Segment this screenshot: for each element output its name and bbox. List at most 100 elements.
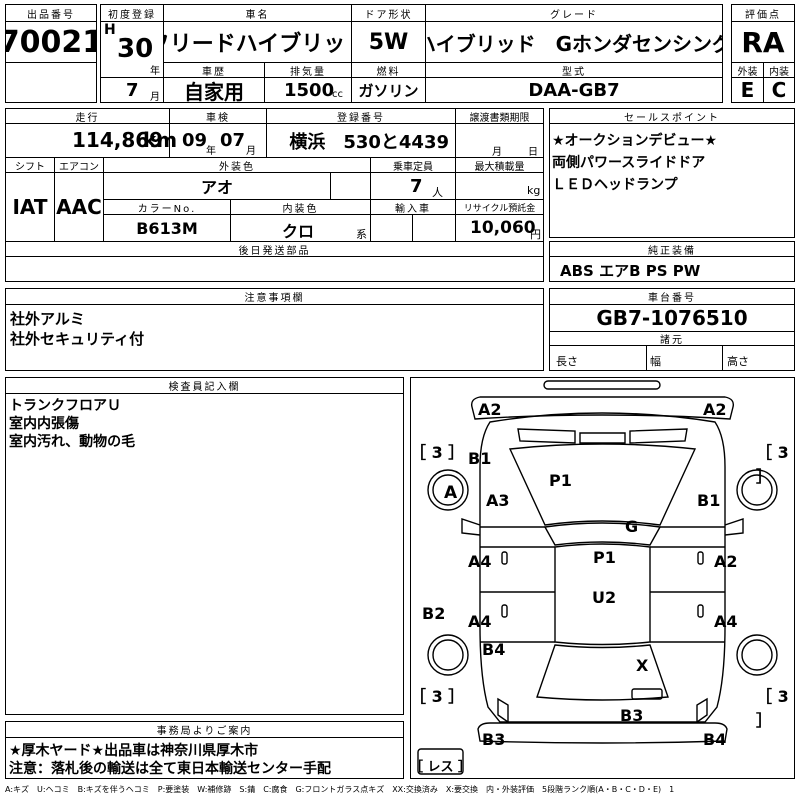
wheel-rr-inner	[741, 639, 773, 671]
sales-point-box	[549, 123, 795, 238]
month-unit: 月	[150, 92, 160, 103]
inspector-label: 検査員記入欄	[5, 377, 404, 394]
model: DAA-GB7	[425, 77, 723, 103]
wheel-rl-inner	[432, 639, 464, 671]
windshield	[543, 522, 662, 546]
lot-no-lower	[5, 62, 97, 103]
mirror-right	[724, 518, 744, 536]
width-label: 幅	[650, 355, 661, 368]
wheel-fr-inner	[741, 474, 773, 506]
car-name-label: 車名	[163, 4, 352, 22]
era: H	[104, 22, 116, 38]
sales-point-3: ＬＥＤヘッドランプ	[552, 177, 678, 193]
sales-point-label: セールスポイント	[549, 108, 795, 124]
taillight-left	[497, 697, 509, 724]
interior-color: クロ	[282, 222, 315, 241]
plate: 横浜 530と4439	[266, 123, 456, 158]
first-reg-year: 30	[117, 34, 154, 64]
first-reg-month: 7	[126, 80, 139, 101]
inspector-line-1: トランクフロアＵ	[9, 398, 121, 414]
interior-color-unit: 系	[356, 228, 367, 241]
exterior-color: アオ	[103, 172, 331, 200]
mark-a2-front-door-right: A2	[714, 552, 738, 571]
capacity-unit: 人	[432, 186, 443, 199]
caution-label: 注意事項欄	[5, 288, 544, 305]
height-label: 高さ	[727, 355, 749, 368]
mark-g-windshield: G	[625, 517, 639, 536]
mark-tire-rr: ［ 3 ］	[756, 687, 789, 730]
int-grade: C	[763, 77, 795, 103]
capacity-label: 乗車定員	[370, 157, 456, 173]
length-label: 長さ	[556, 355, 578, 368]
mark-b1-left: B1	[468, 449, 492, 468]
ac: AAC	[54, 172, 104, 242]
side-line-left	[480, 526, 555, 548]
score-label: 評価点	[731, 4, 795, 22]
mark-b3-rear-left: B3	[482, 730, 506, 749]
damage-diagram-frame	[410, 377, 795, 779]
mileage-label: 走行	[5, 108, 170, 124]
office-line-1: ★厚木ヤード★出品車は神奈川県厚木市	[9, 743, 259, 759]
int-grade-label: 内装	[763, 62, 795, 78]
transfer-month-unit: 月	[492, 147, 502, 158]
door-handle-fr	[697, 551, 704, 565]
inspector-line-2: 室内内張傷	[9, 416, 79, 432]
exterior-color-extra	[330, 172, 371, 200]
door-handle-rr	[697, 604, 704, 618]
inspector-line-3: 室内汚れ、動物の毛	[9, 434, 136, 450]
body-outline	[479, 412, 726, 723]
first-reg-label: 初度登録	[100, 4, 164, 22]
wheel-fr	[736, 469, 778, 511]
equipment-box	[549, 256, 795, 282]
side-line-right	[650, 526, 725, 548]
max-load-unit: kg	[527, 184, 541, 197]
inspection-month: 07	[220, 130, 246, 151]
hood	[508, 443, 697, 526]
height-box	[722, 345, 795, 371]
lot-no: 70021	[5, 21, 97, 63]
office-box	[5, 737, 404, 779]
color-no: B613M	[103, 214, 231, 242]
mark-a2-front-left: A2	[478, 400, 502, 419]
mark-a2-front-right: A2	[703, 400, 727, 419]
caution-box	[5, 304, 544, 371]
transfer-day-unit: 日	[528, 147, 538, 158]
doors-label: ドア形状	[351, 4, 426, 22]
shift: IAT	[5, 172, 55, 242]
chassis-no: GB7-1076510	[549, 304, 795, 332]
lot-no-label: 出品番号	[5, 4, 97, 22]
inspection-year-unit: 年	[206, 146, 216, 157]
exterior-color-label: 外装色	[103, 157, 371, 173]
equipment: ABS エアB PS PW	[560, 262, 701, 280]
import-box-1	[370, 214, 413, 242]
ext-grade-label: 外装	[731, 62, 764, 78]
rear-bumper	[477, 722, 728, 744]
inspection-month-unit: 月	[246, 146, 256, 157]
mark-tire-rl: ［ 3 ］	[410, 687, 465, 706]
mark-b1-right: B1	[697, 491, 721, 510]
later-parts-label: 後日発送部品	[5, 241, 544, 257]
grade: ハイブリッド Gホンダセンシング	[425, 21, 723, 63]
chassis-label: 車台番号	[549, 288, 795, 305]
model-label: 型式	[425, 62, 723, 78]
rear-wiper	[631, 688, 663, 700]
office-label: 事務局よりご案内	[5, 721, 404, 738]
recycle-label: リサイクル預託金	[455, 199, 544, 215]
sales-point-1: ★オークションデビュー★	[552, 133, 718, 149]
later-parts-box	[5, 256, 544, 282]
import-label: 輸入車	[370, 199, 456, 215]
equipment-label: 純正装備	[549, 241, 795, 257]
specs-label: 諸元	[549, 331, 795, 346]
wheel-fl	[427, 469, 469, 511]
recycle-fee: 10,060	[470, 218, 536, 238]
car-name: フリードハイブリッド	[163, 21, 352, 63]
rear-glass	[536, 644, 669, 701]
mileage-unit: km	[143, 128, 178, 152]
mark-b2-left-side: B2	[422, 604, 446, 623]
doors: 5W	[351, 21, 426, 63]
sales-point-2: 両側パワースライドドア	[552, 155, 706, 171]
score: RA	[731, 21, 795, 63]
door-handle-fl	[501, 551, 508, 565]
office-line-2: 注意：落札後の輸送は全て東日本輸送センター手配	[9, 761, 331, 777]
mark-p1-hood: P1	[549, 471, 572, 490]
